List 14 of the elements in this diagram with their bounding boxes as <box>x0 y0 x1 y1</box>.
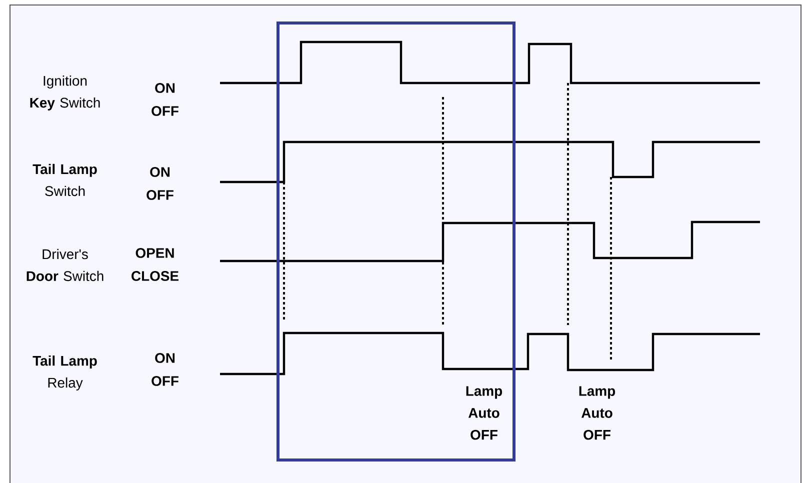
state-label: OFF <box>152 376 178 386</box>
signal-name: Driver's Door Switch <box>26 248 104 282</box>
signal-name: Tail Lamp Switch <box>32 164 97 196</box>
state-label: CLOSE <box>132 271 178 281</box>
annotation: Lamp Auto OFF <box>466 386 502 440</box>
signal-name: Tail Lamp Relay <box>32 356 97 390</box>
state-label: OFF <box>152 106 178 116</box>
state-label: ON <box>155 83 175 93</box>
state-label: OPEN <box>136 248 174 258</box>
state-label: ON <box>155 353 175 363</box>
annotation: Lamp Auto OFF <box>579 386 616 440</box>
state-label: OFF <box>146 190 174 200</box>
signal-name: Ignition Key Switch <box>30 76 100 110</box>
state-label: ON <box>150 167 170 177</box>
